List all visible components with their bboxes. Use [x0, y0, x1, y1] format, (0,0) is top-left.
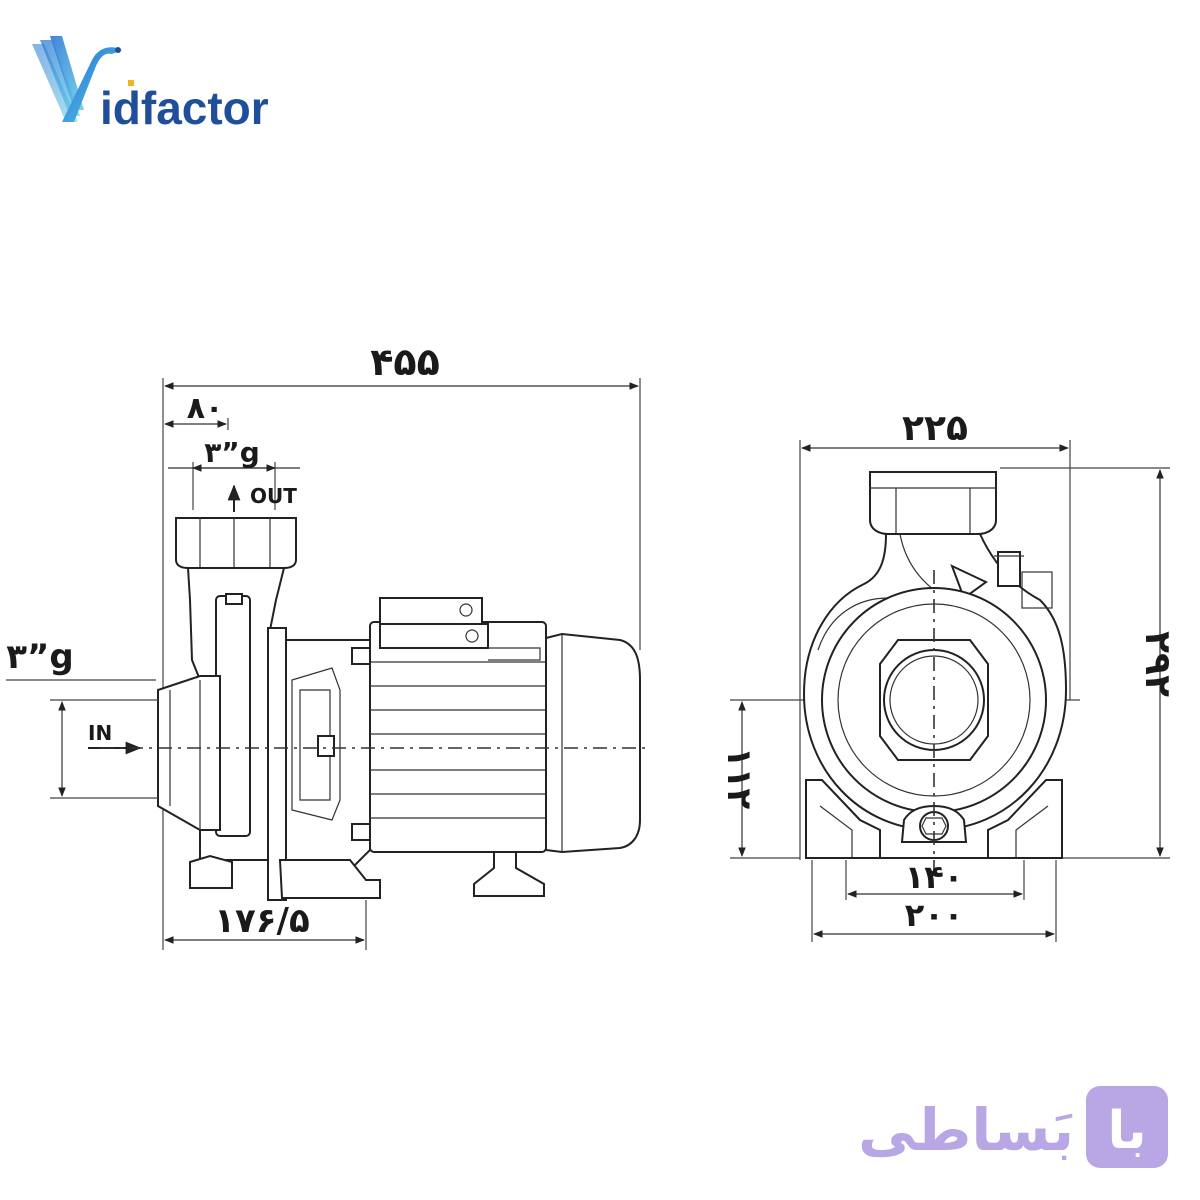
fan-cover	[545, 632, 641, 854]
inlet-flange	[157, 675, 221, 831]
front-view: ۲۲۵ ۲۹۲ ۱۱۲	[719, 408, 1178, 942]
dim-inlet-thread: ۳”g	[6, 637, 73, 677]
logo-accent-dot	[128, 80, 134, 86]
watermark-tail-text: بَساطی	[858, 1096, 1074, 1164]
dim-outlet-offset: ۸۰	[187, 391, 224, 426]
watermark-badge	[1086, 1086, 1168, 1168]
dim-overall-width: ۲۲۵	[902, 408, 968, 449]
dim-shaft-height: ۱۱۲	[719, 747, 759, 810]
vidfactor-logo: idfactor	[32, 36, 269, 134]
front-outlet-nut	[869, 471, 997, 535]
dim-base-width: ۲۰۰	[905, 896, 964, 934]
side-view: ۴۵۵ ۸۰ ۳”g OUT ۳”g	[6, 340, 650, 950]
dim-foot-spacing: ۱۴۰	[905, 858, 964, 896]
logo-wordmark: idfactor	[100, 82, 269, 134]
dim-overall-length: ۴۵۵	[370, 340, 440, 384]
terminal-box	[379, 597, 483, 625]
outlet-nut	[175, 517, 297, 569]
logo-wing-icon	[32, 36, 122, 123]
dim-overall-height: ۲۹۲	[1137, 631, 1178, 697]
watermark-badge-text: با	[1107, 1101, 1146, 1161]
inlet-label: IN	[88, 721, 112, 745]
basati-watermark: با بَساطی	[858, 1086, 1168, 1168]
dim-base-length: ۱۷۶/۵	[214, 901, 309, 941]
dim-outlet-thread: ۳”g	[204, 436, 260, 469]
outlet-label: OUT	[250, 484, 297, 508]
